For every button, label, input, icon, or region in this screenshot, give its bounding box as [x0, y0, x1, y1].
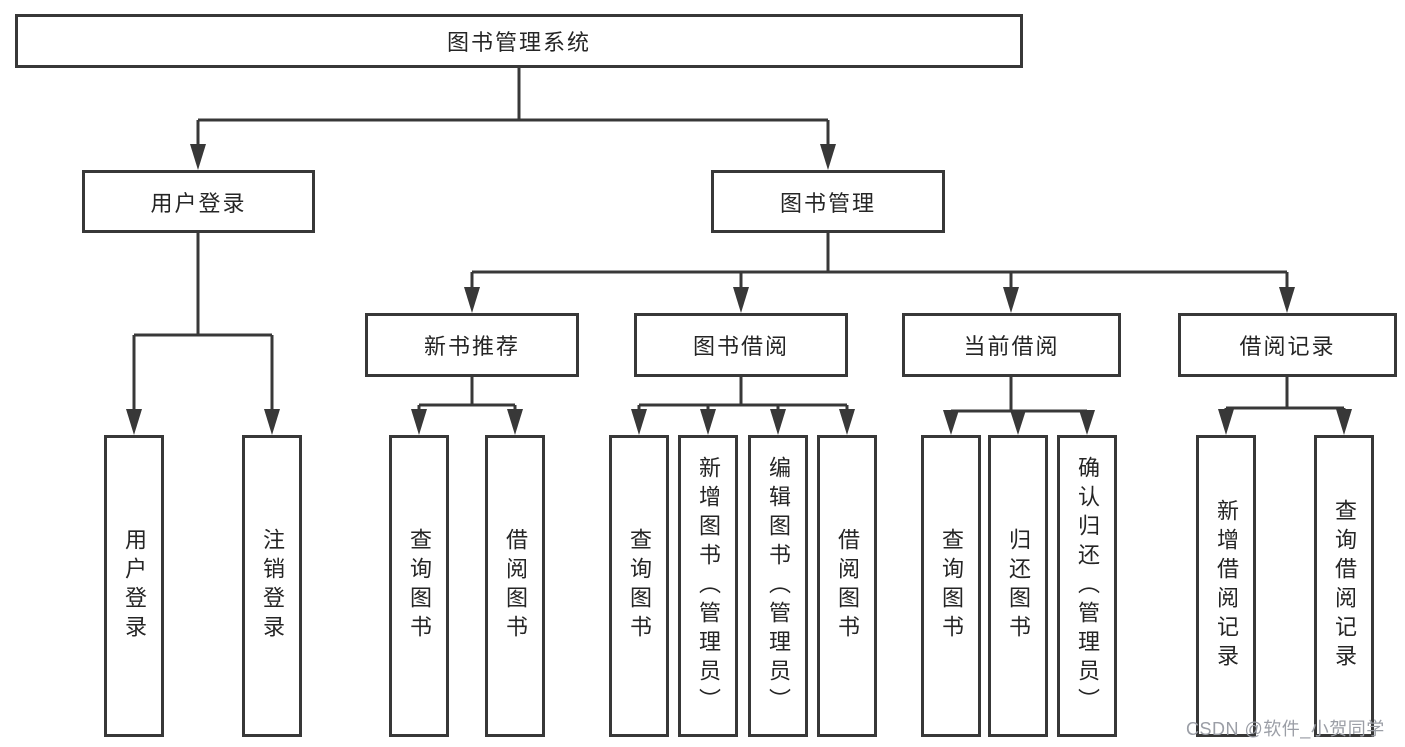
leaf-return-books: 归还图书	[988, 435, 1048, 737]
node-book-management-label: 图书管理	[779, 190, 876, 216]
node-root-label: 图书管理系统	[446, 30, 591, 55]
leaf-query-books-recommend-label: 查询图书	[407, 528, 432, 644]
leaf-logout-label: 注销登录	[260, 528, 285, 644]
csdn-watermark: CSDN @软件_小贺同学	[1186, 719, 1385, 739]
leaf-user-login-label: 用户登录	[122, 528, 147, 644]
connector-records-to-leaves	[1224, 377, 1346, 414]
leaf-add-borrow-record-label: 新增借阅记录	[1214, 499, 1239, 673]
leaf-query-books-recommend: 查询图书	[389, 435, 449, 737]
leaf-add-books-admin: 新增图书（管理员）	[678, 435, 738, 737]
leaf-user-login: 用户登录	[104, 435, 164, 737]
connector-borrow-to-leaves	[637, 377, 849, 413]
node-current-borrow-label: 当前借阅	[963, 334, 1060, 359]
node-user-login: 用户登录	[82, 170, 315, 233]
node-book-borrow-label: 图书借阅	[692, 334, 789, 359]
connector-current-to-leaves	[949, 377, 1089, 414]
leaf-borrow-books-recommend: 借阅图书	[485, 435, 545, 737]
leaf-add-books-admin-label: 新增图书（管理员）	[696, 455, 721, 717]
connector-userlogin-to-leaves	[132, 233, 274, 413]
node-new-book-recommend-label: 新书推荐	[423, 334, 520, 359]
node-current-borrow: 当前借阅	[902, 313, 1121, 377]
leaf-query-books-current-label: 查询图书	[939, 528, 964, 644]
leaf-confirm-return-admin: 确认归还（管理员）	[1057, 435, 1117, 737]
leaf-borrow-books-recommend-label: 借阅图书	[503, 528, 528, 644]
arrowheads	[126, 144, 1352, 435]
leaf-logout: 注销登录	[242, 435, 302, 737]
connector-recommend-to-leaves	[417, 377, 517, 413]
leaf-edit-books-admin-label: 编辑图书（管理员）	[766, 455, 791, 717]
leaf-query-books-current: 查询图书	[921, 435, 981, 737]
leaf-query-books-borrow: 查询图书	[609, 435, 669, 737]
connector-root-to-level2	[196, 68, 830, 148]
leaf-query-borrow-record: 查询借阅记录	[1314, 435, 1374, 737]
connector-bookmgmt-to-level3	[470, 233, 1289, 291]
leaf-borrow-books-label: 借阅图书	[835, 528, 860, 644]
node-new-book-recommend: 新书推荐	[365, 313, 579, 377]
node-root-system: 图书管理系统	[15, 14, 1023, 68]
node-borrow-records-label: 借阅记录	[1239, 334, 1336, 359]
leaf-edit-books-admin: 编辑图书（管理员）	[748, 435, 808, 737]
leaf-add-borrow-record: 新增借阅记录	[1196, 435, 1256, 737]
leaf-query-borrow-record-label: 查询借阅记录	[1332, 499, 1357, 673]
node-borrow-records: 借阅记录	[1178, 313, 1397, 377]
leaf-borrow-books: 借阅图书	[817, 435, 877, 737]
leaf-query-books-borrow-label: 查询图书	[627, 528, 652, 644]
leaf-confirm-return-admin-label: 确认归还（管理员）	[1075, 455, 1100, 717]
node-book-management: 图书管理	[711, 170, 945, 233]
leaf-return-books-label: 归还图书	[1006, 528, 1031, 644]
node-book-borrow: 图书借阅	[634, 313, 848, 377]
node-user-login-label: 用户登录	[150, 190, 247, 216]
